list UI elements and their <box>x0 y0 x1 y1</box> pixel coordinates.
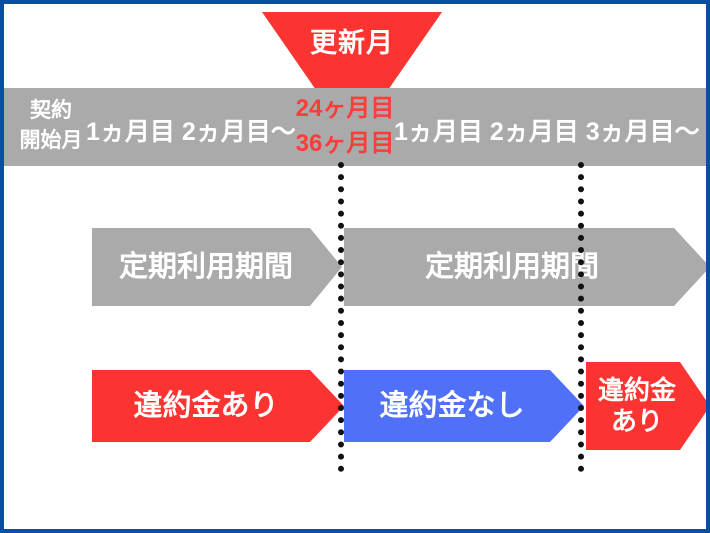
term-arrow-second-label: 定期利用期間 <box>424 250 599 283</box>
months-right-label: 1ヵ月目 2ヵ月目 3ヵ月目〜 <box>394 118 700 146</box>
penalty-arrow-third-line-2: あり <box>610 406 663 436</box>
penalty-arrow-first: 違約金あり <box>92 370 344 442</box>
penalty-arrow-second-label: 違約金なし <box>379 389 525 422</box>
renewal-months-label: 24ヶ月目 36ヶ月目 <box>289 92 401 162</box>
penalty-arrow-first-label: 違約金あり <box>133 389 279 422</box>
penalty-arrow-second: 違約金なし <box>344 370 584 442</box>
penalty-arrow-third: 違約金 あり <box>586 362 710 450</box>
renewal-months-line-2: 36ヶ月目 <box>295 129 395 157</box>
term-arrow-second: 定期利用期間 <box>344 228 710 306</box>
renewal-month-label: 更新月 <box>310 28 394 58</box>
months-left-label: 1ヵ月目 2ヵ月目〜 <box>86 118 296 146</box>
term-arrow-first-label: 定期利用期間 <box>118 250 293 283</box>
penalty-arrow-third-label: 違約金 あり <box>598 375 676 437</box>
divider-line-renewal <box>338 162 344 472</box>
contract-start-line-2: 開始月 <box>19 129 83 153</box>
renewal-months-line-1: 24ヶ月目 <box>295 95 395 122</box>
divider-line-third-month <box>578 162 584 472</box>
penalty-arrow-third-line-1: 違約金 <box>597 374 676 405</box>
contract-start-label: 契約 開始月 <box>12 96 90 157</box>
contract-start-line-1: 契約 <box>30 99 72 122</box>
timeline-header-bar: 契約 開始月 1ヵ月目 2ヵ月目〜 24ヶ月目 36ヶ月目 1ヵ月目 2ヵ月目 … <box>4 88 706 166</box>
term-arrow-first: 定期利用期間 <box>92 228 342 306</box>
